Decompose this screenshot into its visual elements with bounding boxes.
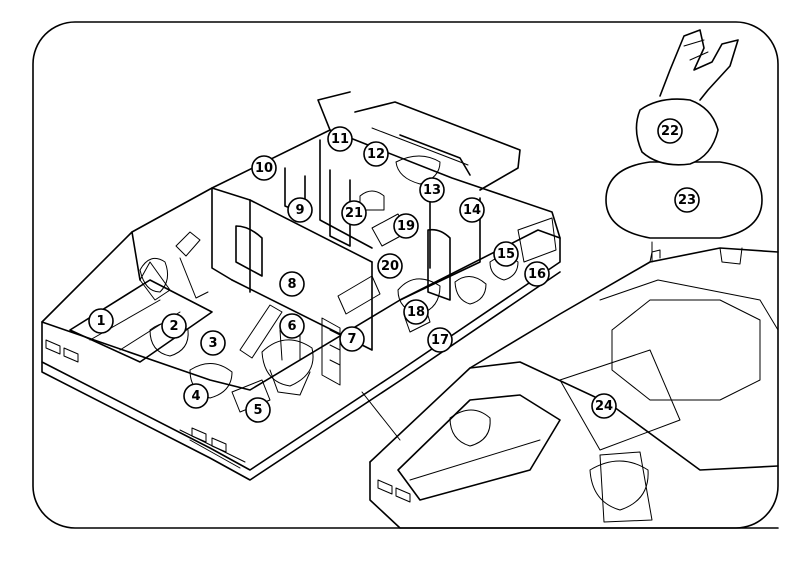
callout-24: 24 — [591, 393, 617, 419]
callout-21: 21 — [341, 200, 367, 226]
callout-circle — [339, 326, 365, 352]
callout-circle — [419, 177, 445, 203]
callout-circle — [493, 241, 519, 267]
callout-circle — [591, 393, 617, 419]
callout-number: 12 — [367, 147, 385, 162]
callout-circle — [279, 313, 305, 339]
callout-circle — [279, 271, 305, 297]
callout-circle — [427, 327, 453, 353]
callout-5: 5 — [245, 397, 271, 423]
callout-circle — [393, 213, 419, 239]
callout-circle — [183, 383, 209, 409]
callout-circle — [327, 126, 353, 152]
callout-number: 8 — [287, 277, 296, 292]
callout-14: 14 — [459, 197, 485, 223]
callout-20: 20 — [377, 253, 403, 279]
callout-19: 19 — [393, 213, 419, 239]
callout-2: 2 — [161, 313, 187, 339]
callout-number: 5 — [253, 403, 262, 418]
callout-number: 1 — [96, 314, 105, 329]
callout-number: 7 — [347, 332, 356, 347]
callout-circle — [459, 197, 485, 223]
callout-17: 17 — [427, 327, 453, 353]
callout-number: 3 — [208, 336, 217, 351]
callout-number: 20 — [381, 259, 399, 274]
callout-7: 7 — [339, 326, 365, 352]
callout-circle — [403, 299, 429, 325]
callout-3: 3 — [200, 330, 226, 356]
callout-number: 6 — [287, 319, 296, 334]
callout-12: 12 — [363, 141, 389, 167]
callout-circle — [377, 253, 403, 279]
callout-circle — [251, 155, 277, 181]
callout-number: 10 — [255, 161, 273, 176]
callout-circle — [524, 261, 550, 287]
callout-circle — [245, 397, 271, 423]
callout-circle — [200, 330, 226, 356]
callout-number: 2 — [169, 319, 178, 334]
callout-number: 24 — [595, 399, 613, 414]
callout-22: 22 — [657, 118, 683, 144]
callout-number: 11 — [331, 132, 349, 147]
callout-4: 4 — [183, 383, 209, 409]
callout-circle — [161, 313, 187, 339]
callout-10: 10 — [251, 155, 277, 181]
callout-circle — [287, 197, 313, 223]
top-claw-part — [635, 29, 739, 166]
callout-1: 1 — [88, 308, 114, 334]
callout-15: 15 — [493, 241, 519, 267]
callout-number: 9 — [295, 203, 304, 218]
callout-number: 14 — [463, 203, 481, 218]
callout-number: 4 — [191, 389, 200, 404]
lower-vehicle-body — [369, 247, 779, 529]
callout-circle — [657, 118, 683, 144]
callout-9: 9 — [287, 197, 313, 223]
callout-number: 21 — [345, 206, 363, 221]
callout-6: 6 — [279, 313, 305, 339]
callout-number: 17 — [431, 333, 449, 348]
callout-13: 13 — [419, 177, 445, 203]
callout-circle — [88, 308, 114, 334]
diagram-frame — [32, 21, 779, 529]
callout-number: 16 — [528, 267, 546, 282]
callout-number: 15 — [497, 247, 515, 262]
callout-23: 23 — [674, 187, 700, 213]
callout-number: 13 — [423, 183, 441, 198]
callout-circle — [674, 187, 700, 213]
callout-circle — [363, 141, 389, 167]
callout-11: 11 — [327, 126, 353, 152]
callout-16: 16 — [524, 261, 550, 287]
callout-number: 19 — [397, 219, 415, 234]
callout-8: 8 — [279, 271, 305, 297]
callout-18: 18 — [403, 299, 429, 325]
callout-number: 22 — [661, 124, 679, 139]
callout-number: 18 — [407, 305, 425, 320]
callout-circle — [341, 200, 367, 226]
callout-number: 23 — [678, 193, 696, 208]
